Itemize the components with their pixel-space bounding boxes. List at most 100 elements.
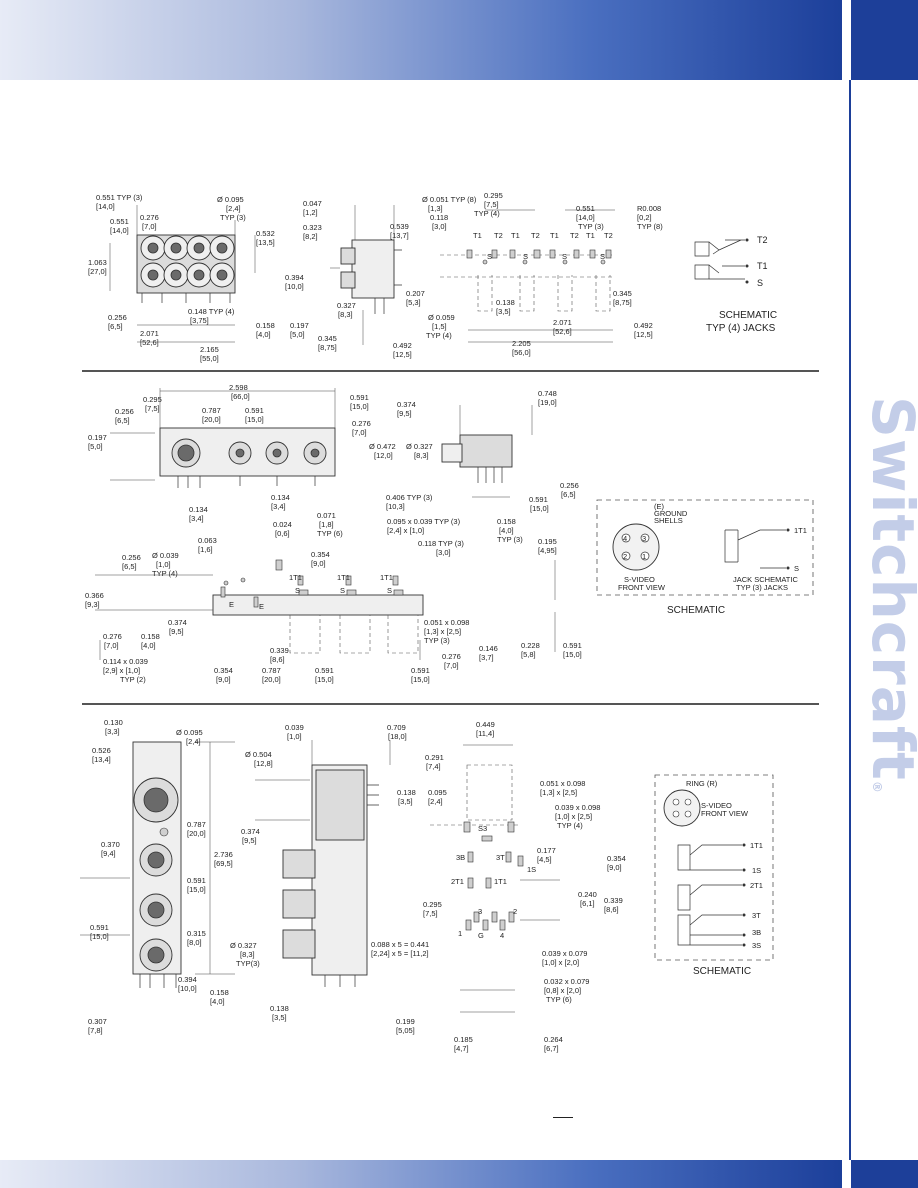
svg-text:FRONT VIEW: FRONT VIEW [618,583,666,592]
svg-text:0.295: 0.295 [484,191,503,200]
svg-text:S: S [340,586,345,595]
svg-text:TYP (3): TYP (3) [424,636,450,645]
svg-text:[3,4]: [3,4] [271,502,286,511]
svg-text:[20,0]: [20,0] [262,675,281,684]
svg-text:[5,0]: [5,0] [290,330,305,339]
svg-text:[4,5]: [4,5] [537,855,552,864]
svg-text:0.551: 0.551 [576,204,595,213]
svg-text:[1,8]: [1,8] [319,520,334,529]
s1-pcb-footprint [440,209,615,343]
svg-text:FRONT VIEW: FRONT VIEW [701,809,749,818]
svg-text:0.374: 0.374 [241,827,260,836]
svg-text:[19,0]: [19,0] [538,398,557,407]
svg-text:S: S [600,252,605,261]
svg-text:[4,95]: [4,95] [538,546,557,555]
svg-text:TYP (4): TYP (4) [426,331,452,340]
svg-text:0.291: 0.291 [425,753,444,762]
svg-text:[4,0]: [4,0] [499,526,514,535]
svg-text:[10,0]: [10,0] [178,984,197,993]
svg-text:2.598: 2.598 [229,383,248,392]
svg-text:[13,7]: [13,7] [390,231,409,240]
svg-text:[1,3] x [2,5]: [1,3] x [2,5] [540,788,577,797]
svg-text:[7,0]: [7,0] [142,222,157,231]
svg-text:TYP (2): TYP (2) [120,675,146,684]
svg-text:0.709: 0.709 [387,723,406,732]
svg-text:S: S [562,252,567,261]
s3-pcb-footprint [430,744,560,1013]
svg-text:3S: 3S [752,941,761,950]
svg-text:0.449: 0.449 [476,720,495,729]
svg-text:0.071: 0.071 [317,511,336,520]
svg-text:[0,8] x [2,0]: [0,8] x [2,0] [544,986,581,995]
svg-text:1T1: 1T1 [750,841,763,850]
svg-text:[1,0]: [1,0] [287,732,302,741]
svg-text:T1: T1 [550,231,559,240]
svg-text:Ø 0.327: Ø 0.327 [230,941,257,950]
svg-text:Ø 0.039: Ø 0.039 [152,551,179,560]
svg-text:[15,0]: [15,0] [187,885,206,894]
svg-text:SHELLS: SHELLS [654,516,683,525]
svg-text:[56,0]: [56,0] [512,348,531,357]
svg-text:4: 4 [623,534,627,543]
svg-text:T2: T2 [531,231,540,240]
svg-text:TYP (4): TYP (4) [557,821,583,830]
svg-text:[13,4]: [13,4] [92,755,111,764]
svg-text:JACK SCHEMATIC: JACK SCHEMATIC [733,575,798,584]
svg-text:TYP (4) JACKS: TYP (4) JACKS [706,323,776,334]
svg-text:[2,9] x [1,0]: [2,9] x [1,0] [103,666,140,675]
svg-text:0.492: 0.492 [393,341,412,350]
svg-text:0.256: 0.256 [115,407,134,416]
svg-text:[3,7]: [3,7] [479,653,494,662]
svg-text:[4,0]: [4,0] [256,330,271,339]
svg-text:E: E [229,600,234,609]
svg-text:Ø 0.051 TYP (8): Ø 0.051 TYP (8) [422,195,477,204]
svg-text:S-VIDEO: S-VIDEO [624,575,655,584]
svg-text:TYP (6): TYP (6) [546,995,572,1004]
svg-text:[12,5]: [12,5] [634,330,653,339]
svg-text:0.051 x 0.098: 0.051 x 0.098 [540,779,585,788]
svg-text:0.492: 0.492 [634,321,653,330]
svg-text:0.591: 0.591 [315,666,334,675]
svg-text:SCHEMATIC: SCHEMATIC [667,605,725,616]
svg-text:0.114 x 0.039: 0.114 x 0.039 [103,657,148,666]
svg-text:[66,0]: [66,0] [231,392,250,401]
svg-text:0.158: 0.158 [256,321,275,330]
svg-text:[27,0]: [27,0] [88,267,107,276]
svg-text:0.039 x 0.079: 0.039 x 0.079 [542,949,587,958]
svg-text:[2,4]: [2,4] [226,204,241,213]
s2-pcb-footprint [95,559,556,660]
svg-text:0.146: 0.146 [479,644,498,653]
svg-text:0.118: 0.118 [430,213,448,222]
svg-text:T1: T1 [511,231,520,240]
svg-text:[12,8]: [12,8] [254,759,273,768]
svg-text:0.394: 0.394 [285,273,304,282]
svg-text:[1,0] x [2,5]: [1,0] x [2,5] [555,812,592,821]
svg-text:[1,0]: [1,0] [156,560,171,569]
svg-text:[8,3]: [8,3] [414,451,429,460]
svg-text:0.063: 0.063 [198,536,217,545]
svg-text:[10,3]: [10,3] [386,502,405,511]
svg-text:RING (R): RING (R) [686,779,718,788]
svg-text:0.526: 0.526 [92,746,111,755]
svg-text:TYP (4): TYP (4) [152,569,178,578]
svg-text:1T1: 1T1 [337,573,350,582]
svg-text:0.748: 0.748 [538,389,557,398]
svg-text:TYP (3) JACKS: TYP (3) JACKS [736,583,788,592]
svg-text:0.354: 0.354 [214,666,233,675]
svg-text:0.551 TYP (3): 0.551 TYP (3) [96,193,143,202]
svg-text:0.354: 0.354 [311,550,330,559]
svg-text:Ø 0.327: Ø 0.327 [406,442,433,451]
svg-text:T1: T1 [473,231,482,240]
svg-text:[9,5]: [9,5] [242,836,257,845]
svg-text:[6,7]: [6,7] [544,1044,559,1053]
svg-text:[8,3]: [8,3] [338,310,353,319]
svg-text:[5,3]: [5,3] [406,298,421,307]
svg-text:[3,0]: [3,0] [432,222,447,231]
svg-text:[15,0]: [15,0] [411,675,430,684]
svg-text:0.591: 0.591 [245,406,264,415]
svg-text:[7,5]: [7,5] [423,909,438,918]
svg-text:0.345: 0.345 [613,289,632,298]
svg-text:0.256: 0.256 [108,313,127,322]
svg-text:[9,5]: [9,5] [169,627,184,636]
